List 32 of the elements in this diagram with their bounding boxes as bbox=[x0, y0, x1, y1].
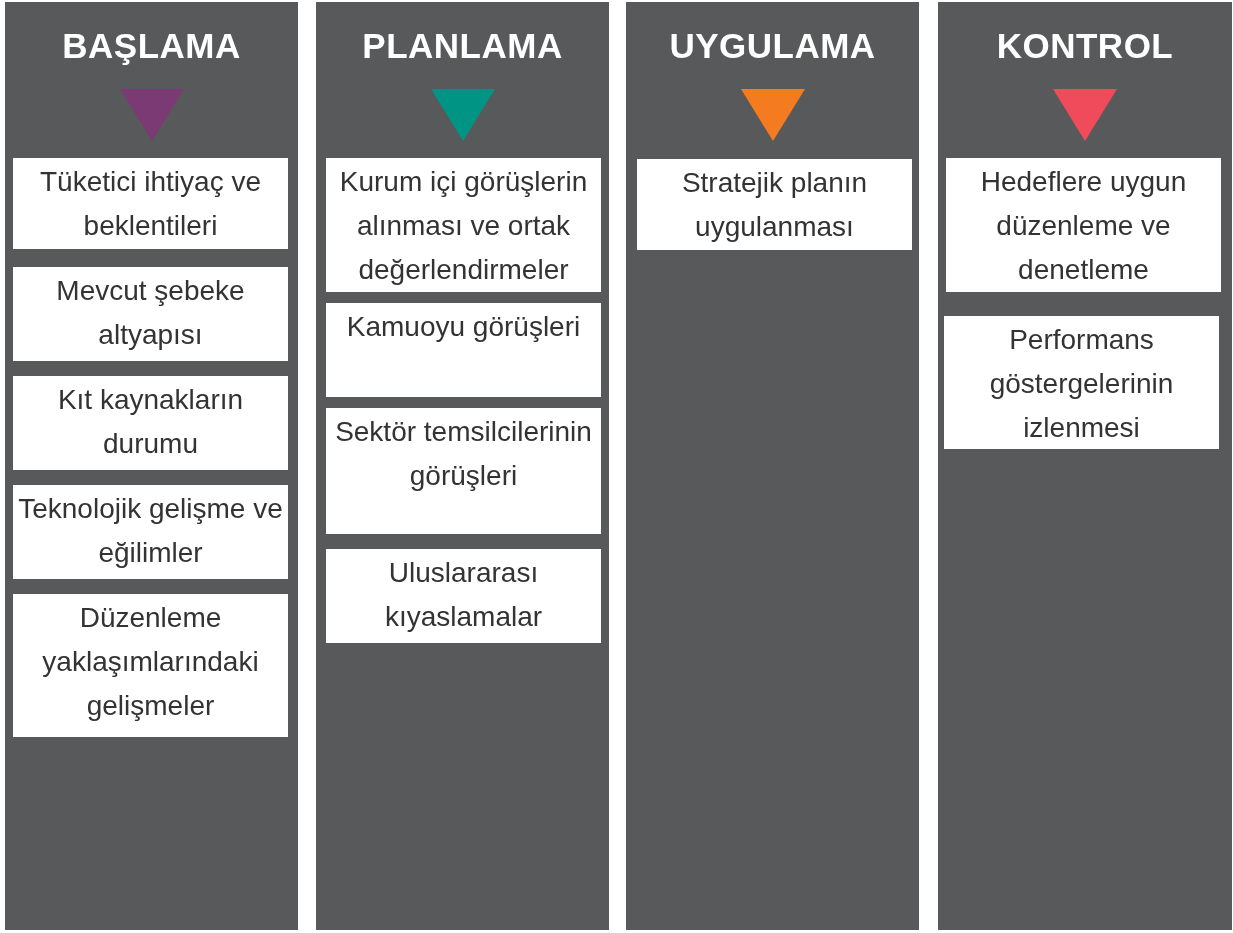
box-text: Stratejik planın uygulanması bbox=[680, 166, 869, 244]
box-text: Düzenleme yaklaşımlarındaki gelişmeler bbox=[41, 601, 260, 723]
box-text: Sektör temsilcilerinin görüşleri bbox=[334, 415, 593, 493]
text-box bbox=[326, 303, 601, 397]
column-heading: BAŞLAMA bbox=[61, 26, 242, 66]
column-panel bbox=[938, 2, 1232, 930]
text-box bbox=[13, 376, 288, 470]
box-text: Kurum içi görüşlerin alınması ve ortak değerlendirmeler bbox=[338, 165, 589, 287]
column-heading: PLANLAMA bbox=[361, 26, 564, 66]
column-panel bbox=[5, 2, 298, 930]
box-text: Kamuoyu görüşleri bbox=[346, 310, 581, 344]
text-box bbox=[13, 485, 288, 579]
text-box bbox=[946, 158, 1221, 292]
text-box bbox=[13, 158, 288, 249]
column-heading: KONTROL bbox=[995, 26, 1175, 66]
text-box bbox=[326, 408, 601, 534]
box-text: Teknolojik gelişme ve eğilimler bbox=[17, 492, 284, 570]
box-text: Hedeflere uygun düzenleme ve denetleme bbox=[979, 165, 1188, 287]
text-box bbox=[326, 158, 601, 292]
box-text: Performans göstergelerinin izlenmesi bbox=[988, 323, 1175, 445]
column-panel bbox=[626, 2, 919, 930]
box-text: Uluslararası kıyaslamalar bbox=[383, 556, 544, 634]
text-box bbox=[637, 159, 912, 250]
text-box bbox=[13, 594, 288, 737]
box-text: Mevcut şebeke altyapısı bbox=[55, 274, 246, 352]
column-heading: UYGULAMA bbox=[668, 26, 877, 66]
text-box bbox=[326, 549, 601, 643]
text-box bbox=[944, 316, 1219, 449]
box-text: Kıt kaynakların durumu bbox=[56, 383, 245, 461]
text-box bbox=[13, 267, 288, 361]
box-text: Tüketici ihtiyaç ve beklentileri bbox=[39, 165, 262, 243]
column-panel bbox=[316, 2, 609, 930]
